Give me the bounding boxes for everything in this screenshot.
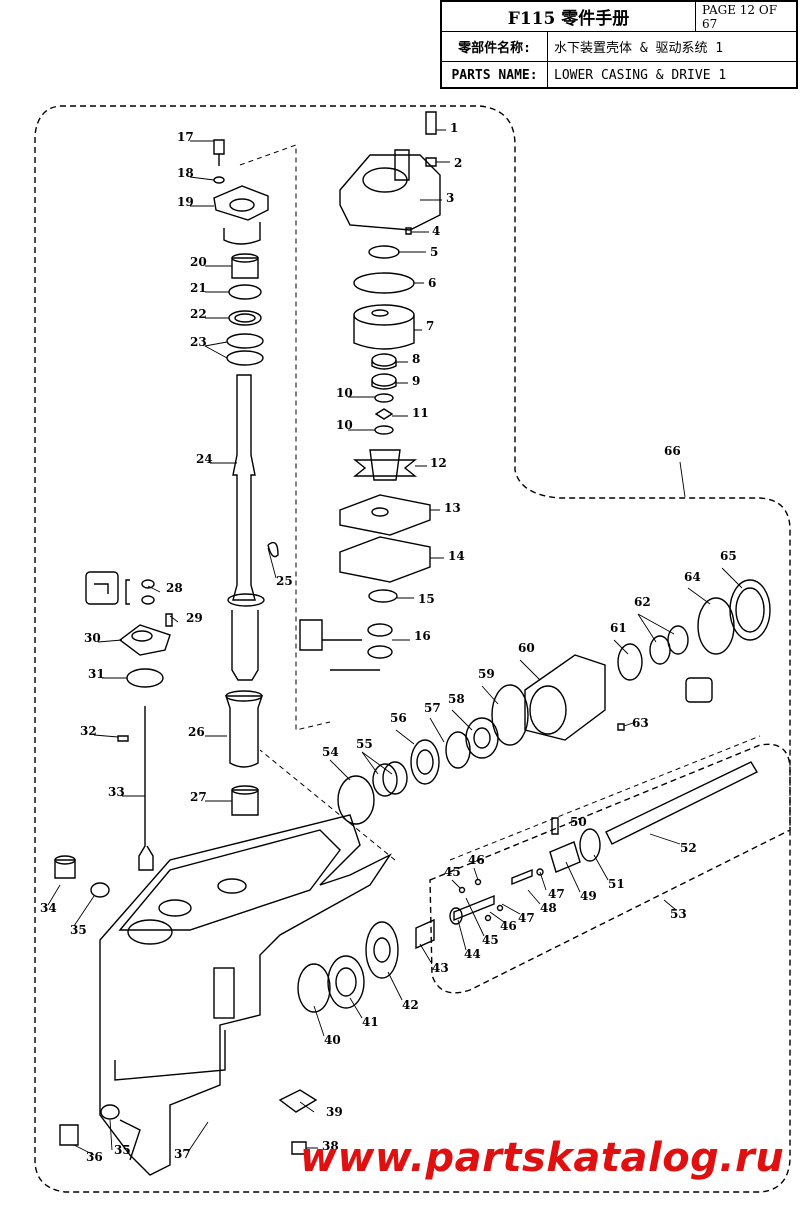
part-number-2: 2 xyxy=(454,156,462,170)
part-number-28: 28 xyxy=(166,581,183,595)
model-title: F115 零件手册 xyxy=(442,2,696,31)
assembly-boundary-outline xyxy=(34,105,791,1193)
part-number-48: 48 xyxy=(540,901,557,915)
part-number-29: 29 xyxy=(186,611,203,625)
en-parts-name: LOWER CASING & DRIVE 1 xyxy=(554,67,727,83)
part-number-26: 26 xyxy=(188,725,205,739)
part-number-60: 60 xyxy=(518,641,535,655)
cn-parts-label: 零部件名称: xyxy=(442,31,548,61)
part-number-10: 10 xyxy=(336,386,353,400)
part-number-36: 36 xyxy=(86,1150,103,1164)
part-number-8: 8 xyxy=(412,352,420,366)
lower-casing xyxy=(99,814,393,1176)
part-number-12: 12 xyxy=(430,456,447,470)
part-number-11: 11 xyxy=(412,406,429,420)
part-number-22: 22 xyxy=(190,307,207,321)
watermark: www.partskatalog.ru xyxy=(300,1135,785,1181)
part-number-13: 13 xyxy=(444,501,461,515)
title-block: F115 零件手册 PAGE 12 OF 67 零部件名称: 水下装置壳体 & … xyxy=(440,0,798,89)
part-number-43: 43 xyxy=(432,961,449,975)
en-parts-label: PARTS NAME: xyxy=(442,61,548,89)
part-number-63: 63 xyxy=(632,716,649,730)
cn-parts-name: 水下装置壳体 & 驱动系统 1 xyxy=(554,40,724,56)
part-number-37: 37 xyxy=(174,1147,191,1161)
part-number-45: 45 xyxy=(482,933,499,947)
part-number-32: 32 xyxy=(80,724,97,738)
part-number-41: 41 xyxy=(362,1015,379,1029)
part-number-19: 19 xyxy=(177,195,194,209)
part-number-51: 51 xyxy=(608,877,625,891)
page-number: PAGE 12 OF 67 xyxy=(702,2,778,31)
part-number-34: 34 xyxy=(40,901,57,915)
part-number-40: 40 xyxy=(324,1033,341,1047)
part-number-62: 62 xyxy=(634,595,651,609)
part-number-46: 46 xyxy=(500,919,517,933)
part-number-10: 10 xyxy=(336,418,353,432)
part-number-59: 59 xyxy=(478,667,495,681)
part-number-25: 25 xyxy=(276,574,293,588)
part-number-38: 38 xyxy=(322,1139,339,1153)
part-number-14: 14 xyxy=(448,549,465,563)
part-number-15: 15 xyxy=(418,592,435,606)
part-number-64: 64 xyxy=(684,570,701,584)
part-number-9: 9 xyxy=(412,374,420,388)
part-number-21: 21 xyxy=(190,281,207,295)
part-number-42: 42 xyxy=(402,998,419,1012)
part-number-7: 7 xyxy=(426,319,434,333)
part-number-57: 57 xyxy=(424,701,441,715)
part-number-18: 18 xyxy=(177,166,194,180)
part-number-17: 17 xyxy=(177,130,194,144)
part-number-56: 56 xyxy=(390,711,407,725)
part-number-45: 45 xyxy=(444,865,461,879)
part-number-35: 35 xyxy=(70,923,87,937)
part-number-46: 46 xyxy=(468,853,485,867)
part-number-31: 31 xyxy=(88,667,105,681)
part-number-49: 49 xyxy=(580,889,597,903)
part-number-58: 58 xyxy=(448,692,465,706)
part-number-33: 33 xyxy=(108,785,125,799)
part-number-3: 3 xyxy=(446,191,454,205)
part-number-44: 44 xyxy=(464,947,481,961)
part-number-20: 20 xyxy=(190,255,207,269)
part-number-4: 4 xyxy=(432,224,440,238)
part-number-6: 6 xyxy=(428,276,436,290)
part-number-55: 55 xyxy=(356,737,373,751)
part-number-27: 27 xyxy=(190,790,207,804)
part-number-35: 35 xyxy=(114,1143,131,1157)
part-number-47: 47 xyxy=(548,887,565,901)
part-number-1: 1 xyxy=(450,121,458,135)
part-number-53: 53 xyxy=(670,907,687,921)
part-number-16: 16 xyxy=(414,629,431,643)
part-number-65: 65 xyxy=(720,549,737,563)
part-number-54: 54 xyxy=(322,745,339,759)
part-number-30: 30 xyxy=(84,631,101,645)
part-number-47: 47 xyxy=(518,911,535,925)
shift-components xyxy=(54,571,173,1146)
part-number-66: 66 xyxy=(664,444,681,458)
gear-train xyxy=(297,579,771,1013)
drive-shaft-column xyxy=(213,139,279,816)
part-number-5: 5 xyxy=(430,245,438,259)
propeller-shaft xyxy=(449,761,758,925)
part-number-labels: 1234567891011101213141516171819202122232… xyxy=(40,121,737,1164)
part-number-24: 24 xyxy=(196,452,213,466)
part-number-52: 52 xyxy=(680,841,697,855)
part-number-39: 39 xyxy=(326,1105,343,1119)
part-number-61: 61 xyxy=(610,621,627,635)
part-number-23: 23 xyxy=(190,335,207,349)
part-number-50: 50 xyxy=(570,815,587,829)
water-pump-stack xyxy=(299,111,441,671)
propeller-shaft-subassembly-outline xyxy=(429,743,791,994)
